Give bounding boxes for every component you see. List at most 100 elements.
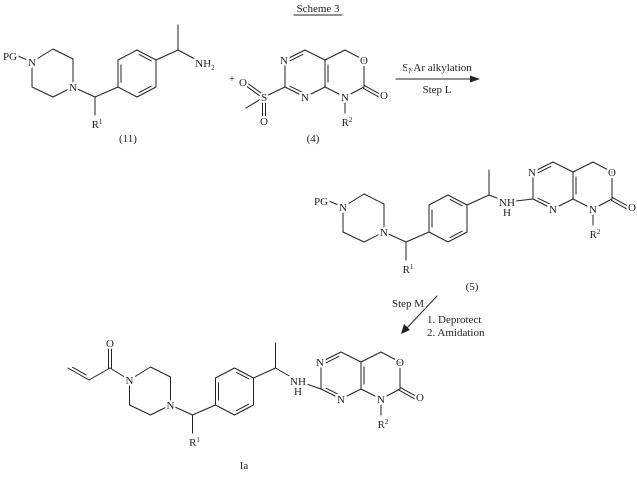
double-bond-line — [325, 387, 340, 396]
bond — [52, 48, 74, 60]
bond — [572, 161, 594, 173]
bond — [340, 351, 362, 363]
bond — [344, 86, 365, 98]
double-bond-line — [362, 87, 382, 99]
bond — [405, 231, 430, 243]
bond — [215, 367, 235, 379]
bond — [31, 86, 54, 98]
bond — [572, 198, 594, 210]
double-bond-line — [612, 197, 632, 209]
bond — [215, 404, 235, 416]
carbonyl-oxygen: O — [416, 392, 424, 404]
pyrimidine-n: N — [528, 167, 536, 179]
bond — [428, 194, 449, 206]
double-bond-line — [236, 403, 250, 412]
arrowhead-icon — [470, 75, 480, 83]
double-bond-line — [138, 53, 152, 62]
ring-oxygen: O — [396, 357, 404, 369]
bond — [72, 86, 96, 98]
bond — [488, 194, 508, 203]
double-bond-line — [400, 387, 420, 399]
plus-sign: + — [229, 73, 235, 85]
bond — [340, 388, 362, 400]
bond — [304, 86, 326, 98]
bond — [88, 367, 111, 381]
pyrimidine-n: N — [301, 92, 309, 104]
double-bond-line — [537, 165, 552, 174]
pyrimidine-n: N — [316, 357, 324, 369]
r1-group: R1 — [92, 118, 103, 131]
double-bond-line — [610, 199, 630, 211]
bond — [363, 193, 385, 205]
pyrimidine-n: N — [280, 55, 288, 67]
bond — [234, 367, 254, 379]
bond — [284, 86, 306, 98]
double-bond-line — [289, 53, 304, 62]
bond — [117, 86, 138, 98]
oxazinone-n: N — [377, 394, 385, 406]
carbonyl-oxygen: O — [628, 202, 636, 214]
bond — [245, 96, 265, 109]
bond — [136, 86, 157, 98]
pyrimidine-n: N — [337, 394, 345, 406]
bond — [360, 388, 382, 400]
bond — [253, 367, 276, 379]
piperazine-n: N — [339, 202, 347, 214]
piperazine-n: N — [28, 57, 36, 69]
step-m-sub2: 2. Amidation — [427, 327, 485, 339]
bond — [447, 194, 468, 206]
bond — [342, 193, 365, 208]
nh2-group: NH2 — [195, 58, 215, 72]
r1-group: R1 — [189, 436, 200, 449]
bond — [320, 388, 342, 400]
r2-group: R2 — [590, 228, 601, 241]
bond — [177, 49, 196, 60]
bond — [592, 161, 613, 173]
pyrimidine-n: N — [549, 204, 557, 216]
bond — [17, 55, 33, 63]
double-bond-line — [398, 389, 418, 401]
bond — [532, 198, 554, 210]
bond — [380, 388, 401, 400]
bond — [117, 49, 138, 61]
nh-hydrogen: H — [294, 386, 302, 398]
bond — [592, 198, 613, 210]
r1-group: R1 — [403, 263, 414, 276]
bond — [328, 200, 344, 208]
bond — [170, 404, 193, 416]
bond — [324, 49, 346, 61]
double-bond-line — [364, 85, 384, 97]
piperazine-n: N — [69, 82, 77, 94]
bond — [360, 351, 382, 363]
bond — [275, 367, 299, 382]
bond — [136, 49, 157, 61]
bond — [67, 367, 90, 381]
bond — [52, 86, 74, 98]
double-bond-line — [72, 366, 87, 376]
step-l-reaction: SNAr alkylation — [402, 62, 472, 75]
bond — [94, 86, 119, 98]
scheme-title: Scheme 3 — [296, 3, 340, 15]
compound-11-label: (11) — [119, 133, 137, 145]
r2-group: R2 — [342, 116, 353, 129]
bond — [31, 48, 54, 63]
acryloyl-oxygen: O — [106, 338, 114, 350]
bond — [383, 231, 407, 243]
nh-linker: NH — [499, 197, 515, 209]
piperazine-n: N — [167, 400, 175, 412]
step-m-sub1: 1. Deprotect — [427, 314, 481, 326]
bond — [129, 404, 151, 416]
step-l-arrow: SNAr alkylation Step L — [395, 60, 480, 98]
bond — [192, 404, 216, 416]
bond — [284, 49, 306, 61]
double-bond-line — [449, 198, 463, 207]
bond — [150, 366, 171, 378]
bond — [234, 404, 254, 416]
oxazinone-n: N — [341, 92, 349, 104]
bond — [155, 49, 179, 61]
bond — [466, 194, 490, 206]
r2-group: R2 — [378, 418, 389, 431]
